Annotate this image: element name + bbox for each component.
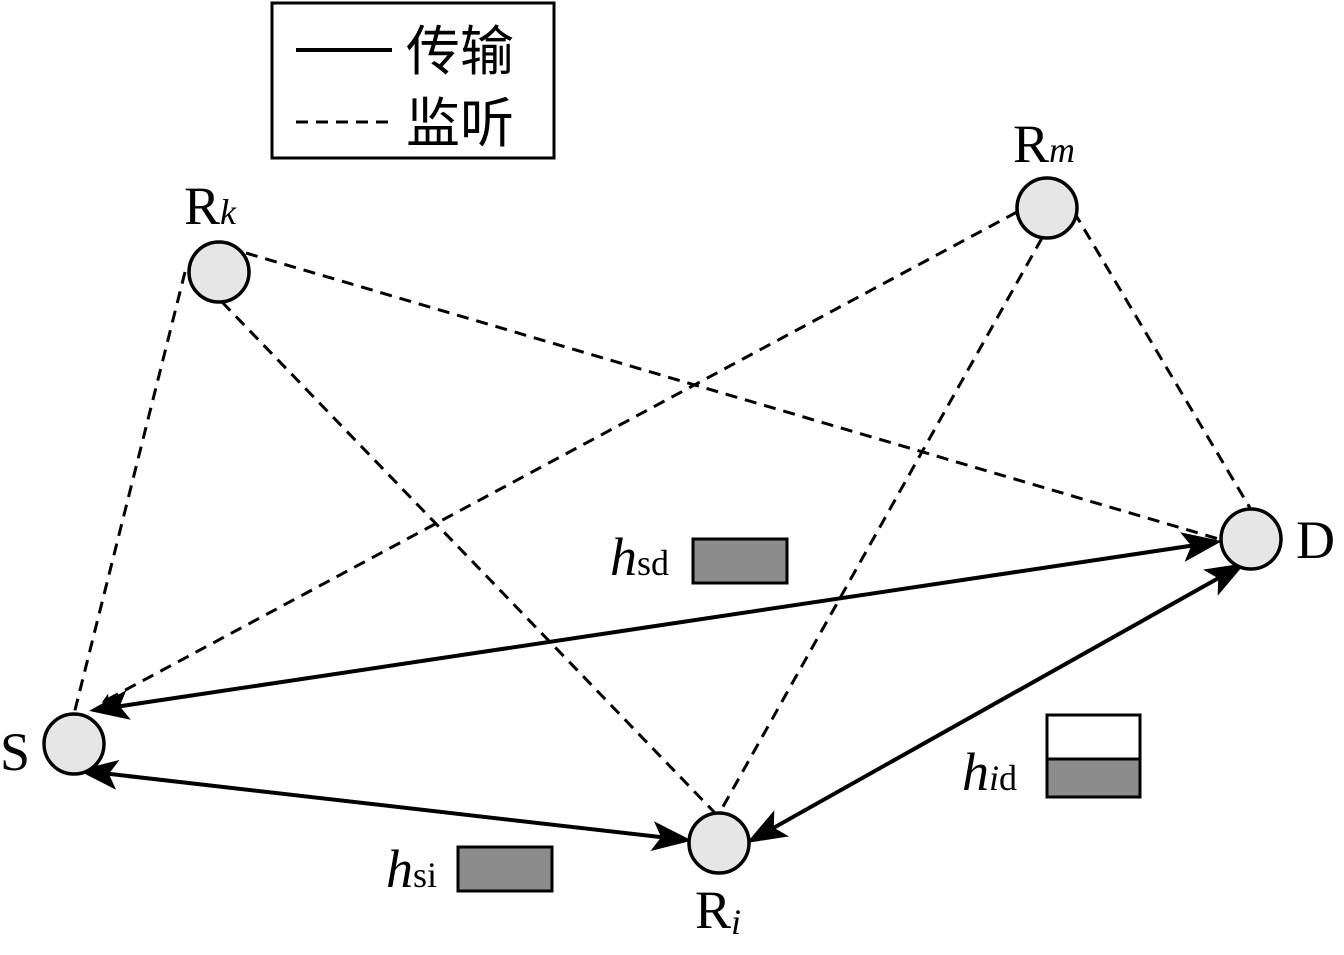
node-rm bbox=[1015, 176, 1079, 240]
link-s-ri bbox=[78, 759, 692, 852]
link-rm-d bbox=[1072, 211, 1252, 509]
node-label-ri: Ri bbox=[695, 880, 741, 942]
legend-box bbox=[270, 1, 556, 160]
node-s bbox=[42, 712, 106, 776]
node-label-rk: Rk bbox=[184, 176, 237, 236]
nodes bbox=[42, 176, 1283, 875]
transmission-links bbox=[78, 532, 1246, 852]
node-d bbox=[1219, 507, 1283, 571]
legend-dashed-label: 监听 bbox=[406, 92, 514, 155]
buffer-id-empty-slot bbox=[1045, 713, 1142, 761]
link-rm-ri bbox=[718, 237, 1044, 813]
node-ri bbox=[687, 811, 751, 875]
node-rk bbox=[187, 240, 251, 304]
node-label-s: S bbox=[0, 722, 30, 782]
link-rk-s bbox=[72, 271, 187, 715]
node-label-rm: Rm bbox=[1013, 114, 1075, 174]
buffer-sd bbox=[691, 537, 789, 585]
node-label-d: D bbox=[1296, 510, 1335, 570]
buffers bbox=[456, 537, 1142, 893]
link-rk-d bbox=[245, 251, 1223, 542]
link-ri-d bbox=[746, 563, 1246, 843]
legend-solid-label: 传输 bbox=[406, 20, 514, 83]
channel-label-hsd: hsd bbox=[610, 527, 669, 587]
buffer-id-filled-slot bbox=[1045, 757, 1142, 799]
channel-label-hsi: hsi bbox=[386, 839, 437, 899]
channel-label-hid: hid bbox=[962, 742, 1017, 802]
buffer-si bbox=[456, 845, 554, 893]
legend: 传输 监听 bbox=[270, 1, 556, 160]
